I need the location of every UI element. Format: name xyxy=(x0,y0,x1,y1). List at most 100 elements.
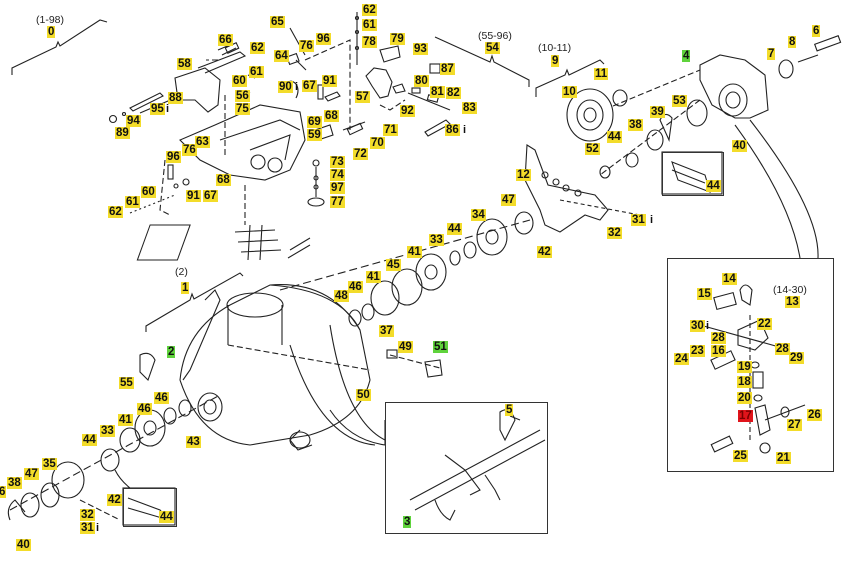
callout-82[interactable]: 82 xyxy=(446,87,461,99)
callout-91[interactable]: 91 xyxy=(186,190,201,202)
callout-52[interactable]: 52 xyxy=(585,143,600,155)
callout-89[interactable]: 89 xyxy=(115,127,130,139)
callout-79[interactable]: 79 xyxy=(390,33,405,45)
callout-17-highlighted[interactable]: 17 xyxy=(738,410,753,422)
callout-77[interactable]: 77 xyxy=(330,196,345,208)
callout-41[interactable]: 41 xyxy=(118,414,133,426)
callout-30[interactable]: 30 xyxy=(690,320,705,332)
callout-65[interactable]: 65 xyxy=(270,16,285,28)
callout-26[interactable]: 26 xyxy=(807,409,822,421)
callout-22[interactable]: 22 xyxy=(757,318,772,330)
callout-75[interactable]: 75 xyxy=(235,103,250,115)
callout-96[interactable]: 96 xyxy=(166,151,181,163)
callout-93[interactable]: 93 xyxy=(413,43,428,55)
callout-2[interactable]: 2 xyxy=(167,346,176,358)
callout-3[interactable]: 3 xyxy=(403,516,412,528)
callout-35[interactable]: 35 xyxy=(42,458,57,470)
callout-29[interactable]: 29 xyxy=(789,352,804,364)
info-icon[interactable]: i xyxy=(706,320,710,332)
callout-69[interactable]: 69 xyxy=(307,116,322,128)
callout-61[interactable]: 61 xyxy=(362,19,377,31)
callout-47[interactable]: 47 xyxy=(501,194,516,206)
callout-51[interactable]: 51 xyxy=(433,341,448,353)
callout-38[interactable]: 38 xyxy=(7,477,22,489)
callout-7[interactable]: 7 xyxy=(767,48,776,60)
callout-13[interactable]: 13 xyxy=(785,296,800,308)
callout-57[interactable]: 57 xyxy=(355,91,370,103)
callout-72[interactable]: 72 xyxy=(353,148,368,160)
callout-14[interactable]: 14 xyxy=(722,273,737,285)
callout-25[interactable]: 25 xyxy=(733,450,748,462)
callout-64[interactable]: 64 xyxy=(274,50,289,62)
callout-0[interactable]: 0 xyxy=(47,26,56,38)
callout-20[interactable]: 20 xyxy=(737,392,752,404)
callout-96[interactable]: 96 xyxy=(316,33,331,45)
callout-78[interactable]: 78 xyxy=(362,36,377,48)
callout-83[interactable]: 83 xyxy=(462,102,477,114)
callout-94[interactable]: 94 xyxy=(126,115,141,127)
callout-68[interactable]: 68 xyxy=(216,174,231,186)
callout-54[interactable]: 54 xyxy=(485,42,500,54)
callout-60[interactable]: 60 xyxy=(141,186,156,198)
callout-42[interactable]: 42 xyxy=(537,246,552,258)
callout-8[interactable]: 8 xyxy=(788,36,797,48)
callout-71[interactable]: 71 xyxy=(383,124,398,136)
callout-6[interactable]: 6 xyxy=(812,25,821,37)
callout-66[interactable]: 66 xyxy=(218,34,233,46)
callout-55[interactable]: 55 xyxy=(119,377,134,389)
callout-16[interactable]: 16 xyxy=(711,345,726,357)
callout-46[interactable]: 46 xyxy=(137,403,152,415)
callout-32[interactable]: 32 xyxy=(80,509,95,521)
callout-63[interactable]: 63 xyxy=(195,136,210,148)
callout-34[interactable]: 34 xyxy=(471,209,486,221)
callout-56[interactable]: 56 xyxy=(235,90,250,102)
callout-90[interactable]: 90 xyxy=(278,81,293,93)
info-icon[interactable]: i xyxy=(295,81,299,93)
callout-95[interactable]: 95 xyxy=(150,103,165,115)
callout-37[interactable]: 37 xyxy=(379,325,394,337)
callout-36-partial[interactable]: 6 xyxy=(0,486,7,498)
callout-61[interactable]: 61 xyxy=(249,66,264,78)
callout-50[interactable]: 50 xyxy=(356,389,371,401)
callout-81[interactable]: 81 xyxy=(430,86,445,98)
callout-60[interactable]: 60 xyxy=(232,75,247,87)
callout-28[interactable]: 28 xyxy=(711,332,726,344)
callout-28[interactable]: 28 xyxy=(775,343,790,355)
callout-49[interactable]: 49 xyxy=(398,341,413,353)
callout-38[interactable]: 38 xyxy=(628,119,643,131)
callout-33[interactable]: 33 xyxy=(429,234,444,246)
callout-32[interactable]: 32 xyxy=(607,227,622,239)
callout-53[interactable]: 53 xyxy=(672,95,687,107)
callout-24[interactable]: 24 xyxy=(674,353,689,365)
callout-11[interactable]: 11 xyxy=(594,68,609,80)
callout-27[interactable]: 27 xyxy=(787,419,802,431)
callout-42[interactable]: 42 xyxy=(107,494,122,506)
callout-33[interactable]: 33 xyxy=(100,425,115,437)
callout-43[interactable]: 43 xyxy=(186,436,201,448)
callout-5[interactable]: 5 xyxy=(505,404,514,416)
callout-19[interactable]: 19 xyxy=(737,361,752,373)
info-icon[interactable]: i xyxy=(463,124,467,136)
callout-58[interactable]: 58 xyxy=(177,58,192,70)
callout-70[interactable]: 70 xyxy=(370,137,385,149)
callout-10[interactable]: 10 xyxy=(562,86,577,98)
callout-31[interactable]: 31 xyxy=(631,214,646,226)
callout-86[interactable]: 86 xyxy=(445,124,460,136)
callout-9[interactable]: 9 xyxy=(551,55,560,67)
callout-15[interactable]: 15 xyxy=(697,288,712,300)
callout-44[interactable]: 44 xyxy=(82,434,97,446)
callout-67[interactable]: 67 xyxy=(302,80,317,92)
callout-45[interactable]: 45 xyxy=(386,259,401,271)
callout-44[interactable]: 44 xyxy=(447,223,462,235)
callout-21[interactable]: 21 xyxy=(776,452,791,464)
callout-62[interactable]: 62 xyxy=(250,42,265,54)
callout-44[interactable]: 44 xyxy=(706,180,721,192)
callout-68[interactable]: 68 xyxy=(324,110,339,122)
callout-47[interactable]: 47 xyxy=(24,468,39,480)
info-icon[interactable]: i xyxy=(166,103,170,115)
callout-88[interactable]: 88 xyxy=(168,92,183,104)
callout-62[interactable]: 62 xyxy=(108,206,123,218)
callout-44[interactable]: 44 xyxy=(159,511,174,523)
callout-41[interactable]: 41 xyxy=(407,246,422,258)
callout-23[interactable]: 23 xyxy=(690,345,705,357)
